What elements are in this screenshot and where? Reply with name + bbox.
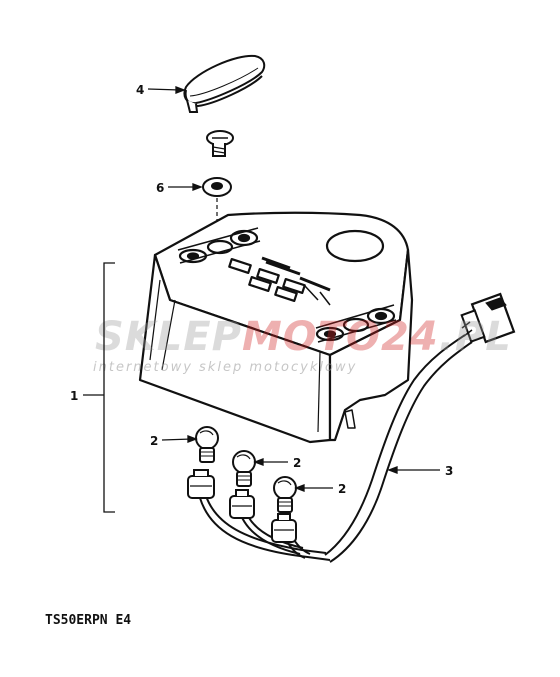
part-2-bulb-c xyxy=(273,476,297,513)
part-3-wiring-harness xyxy=(199,292,516,563)
callout-3: 3 xyxy=(445,464,453,478)
model-code: TS50ERPN E4 xyxy=(45,613,131,628)
callout-6: 6 xyxy=(156,181,164,195)
part-2-socket-a xyxy=(187,469,215,499)
watermark-logo: SKLEPMOTO24.PL xyxy=(95,314,512,360)
screw xyxy=(206,130,234,157)
watermark: SKLEPMOTO24.PL internetowy sklep motocyk… xyxy=(93,314,512,375)
watermark-subtitle: internetowy sklep motocyklowy xyxy=(93,360,357,375)
part-1-indicator-housing xyxy=(138,211,414,444)
callout-4: 4 xyxy=(136,83,144,97)
part-2-socket-b xyxy=(229,489,255,519)
leader-lines xyxy=(83,86,440,513)
part-2-bulb-a xyxy=(195,426,219,463)
part-4-cover xyxy=(183,54,266,113)
callout-2-c: 2 xyxy=(338,482,346,496)
callout-2-a: 2 xyxy=(150,434,158,448)
callout-1: 1 xyxy=(70,389,78,403)
part-2-bulb-b xyxy=(232,450,256,487)
part-6-washer xyxy=(202,177,232,197)
part-2-socket-c xyxy=(271,513,297,543)
callout-2-b: 2 xyxy=(293,456,301,470)
